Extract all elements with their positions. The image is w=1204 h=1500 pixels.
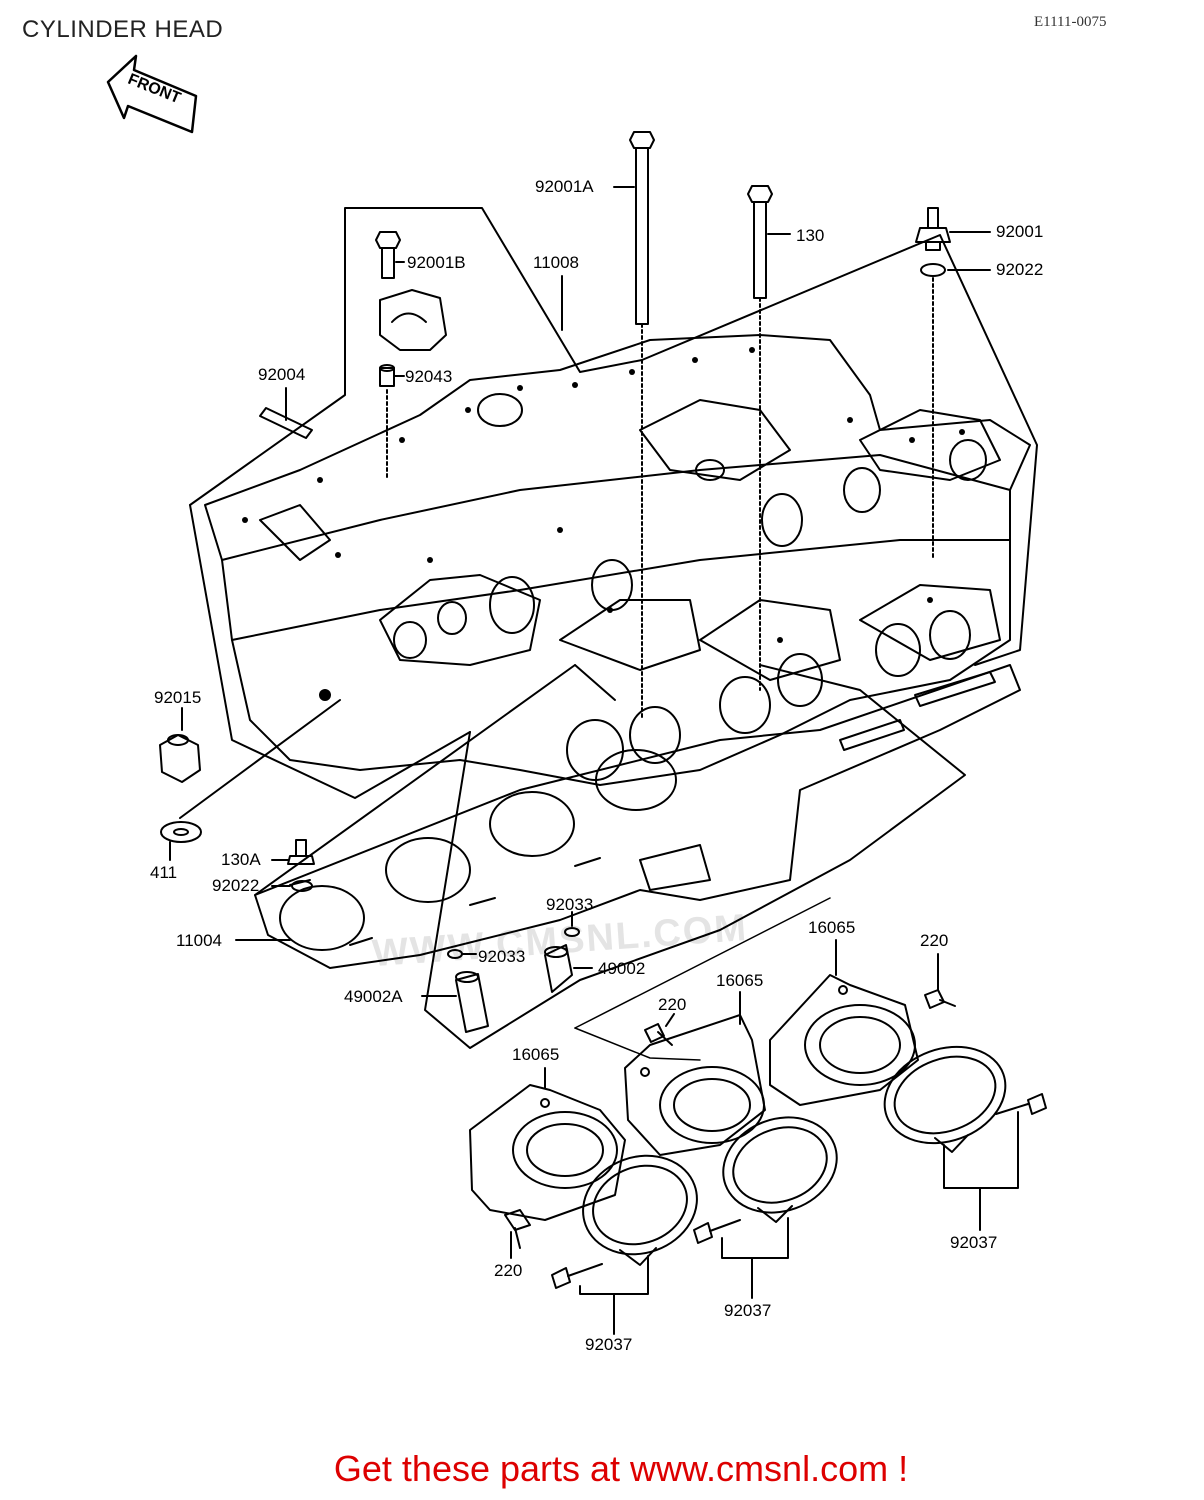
- stud-92001: [915, 207, 951, 561]
- label-411: 411: [150, 863, 177, 882]
- screw-220-right: [924, 989, 956, 1009]
- label-92001: 92001: [996, 222, 1043, 241]
- label-92037-middle: 92037: [724, 1301, 771, 1320]
- label-92004: 92004: [258, 365, 305, 384]
- diagram-code: E1111-0075: [1034, 14, 1107, 30]
- label-49002A: 49002A: [344, 987, 403, 1006]
- label-92037-right: 92037: [950, 1233, 997, 1252]
- label-16065-right: 16065: [808, 918, 855, 937]
- label-11008: 11008: [533, 253, 579, 272]
- label-49002: 49002: [598, 959, 645, 978]
- screw-92037-middle: [693, 1219, 741, 1244]
- footer-link[interactable]: Get these parts at www.cmsnl.com !: [0, 1448, 1204, 1490]
- screw-220-left: [504, 1209, 531, 1249]
- front-arrow-icon: [106, 54, 198, 134]
- footer-text[interactable]: Get these parts at www.cmsnl.com !: [333, 1448, 909, 1489]
- clamp-band-right: [883, 1045, 1007, 1153]
- bolt-130: [747, 185, 773, 691]
- label-92043: 92043: [405, 367, 452, 386]
- head-gasket: [254, 664, 1021, 969]
- label-92001B: 92001B: [407, 253, 466, 272]
- label-16065-middle: 16065: [716, 971, 763, 990]
- label-11004: 11004: [176, 931, 222, 950]
- bolt-130A: [287, 839, 315, 892]
- bolt-92001A: [629, 131, 655, 721]
- screw-92037-left: [551, 1263, 603, 1289]
- label-92033-lower: 92033: [478, 947, 525, 966]
- carb-holder-middle: [624, 1014, 766, 1156]
- page-title: CYLINDER HEAD: [22, 16, 224, 43]
- label-92033-upper: 92033: [546, 895, 593, 914]
- nut-92015: [159, 734, 202, 843]
- label-220-middle: 220: [658, 995, 686, 1014]
- front-label: FRONT: [125, 71, 183, 107]
- head-bolt-holes: [242, 347, 965, 701]
- label-220-right: 220: [920, 931, 948, 950]
- label-130: 130: [796, 226, 824, 245]
- stud-92004: [259, 407, 313, 439]
- label-92022-lower: 92022: [212, 876, 259, 895]
- label-130A: 130A: [221, 850, 261, 869]
- label-92022-top: 92022: [996, 260, 1043, 279]
- clamp-band-left: [582, 1154, 698, 1266]
- label-92015: 92015: [154, 688, 201, 707]
- carb-holder-right: [769, 974, 919, 1106]
- head-group-outline: [189, 207, 1038, 666]
- dowel-49002: [544, 927, 580, 993]
- cylinder-head: [204, 334, 1031, 786]
- screw-220-middle: [644, 1023, 673, 1046]
- label-92037-left: 92037: [585, 1335, 632, 1354]
- bolt-92001B: [375, 231, 447, 481]
- gasket-group-outline: [424, 664, 966, 1049]
- label-16065-left: 16065: [512, 1045, 559, 1064]
- clamp-band-middle: [722, 1116, 838, 1223]
- head-group-outline-lower: [189, 504, 471, 799]
- label-220-left: 220: [494, 1261, 522, 1280]
- label-92001A: 92001A: [535, 177, 594, 196]
- screw-92037-right: [995, 1093, 1047, 1115]
- carb-holder-left: [469, 1084, 626, 1221]
